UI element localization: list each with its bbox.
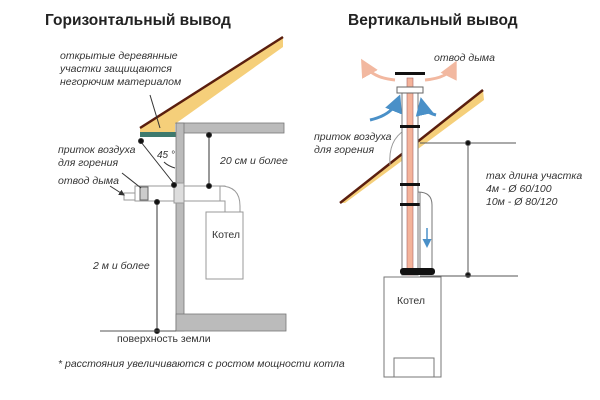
note-line: открытые деревянные [60,50,178,62]
label-line: для горения [58,157,119,169]
left-roof [139,35,284,137]
left-building [175,122,287,332]
right-smoke-label: отвод дыма [434,52,495,64]
right-boiler-label: Котел [397,295,426,307]
right-boiler [383,276,442,378]
insulation-strip [140,132,176,137]
label-line: 10м - Ø 80/120 [486,196,558,208]
height-label: 2 м и более [93,260,150,272]
angle-label: 45 ° [157,150,175,161]
smoke-arrows [361,58,457,82]
left-smoke-label: отвод дыма [58,175,119,187]
label-line: приток воздуха [58,144,136,156]
label-line: 4м - Ø 60/100 [486,183,552,195]
note-line: участки защищаются [60,63,172,75]
left-boiler-label: Котел [212,229,241,241]
max-length-label: max длина участка 4м - Ø 60/100 10м - Ø … [486,170,582,209]
note-line: негорючим материалом [60,76,182,88]
label-line: max длина участка [486,170,583,182]
vertical-title: Вертикальный вывод [348,12,518,29]
left-air-intake-label: приток воздуха для горения [58,144,135,170]
ground-label: поверхность земли [117,333,211,345]
label-line: для горения [314,144,375,156]
footnote: * расстояния увеличиваются с ростом мощн… [58,358,345,370]
air-arrows [369,94,437,122]
horizontal-title: Горизонтальный вывод [45,12,231,29]
left-boiler [205,211,244,280]
clearance-label: 20 см и более [220,155,288,167]
label-line: приток воздуха [314,131,392,143]
horizontal-flue [123,182,244,280]
wood-protection-note: открытые деревянные участки защищаются н… [60,50,181,89]
right-air-intake-label: приток воздуха для горения [314,131,391,157]
vertical-flue [389,72,435,276]
